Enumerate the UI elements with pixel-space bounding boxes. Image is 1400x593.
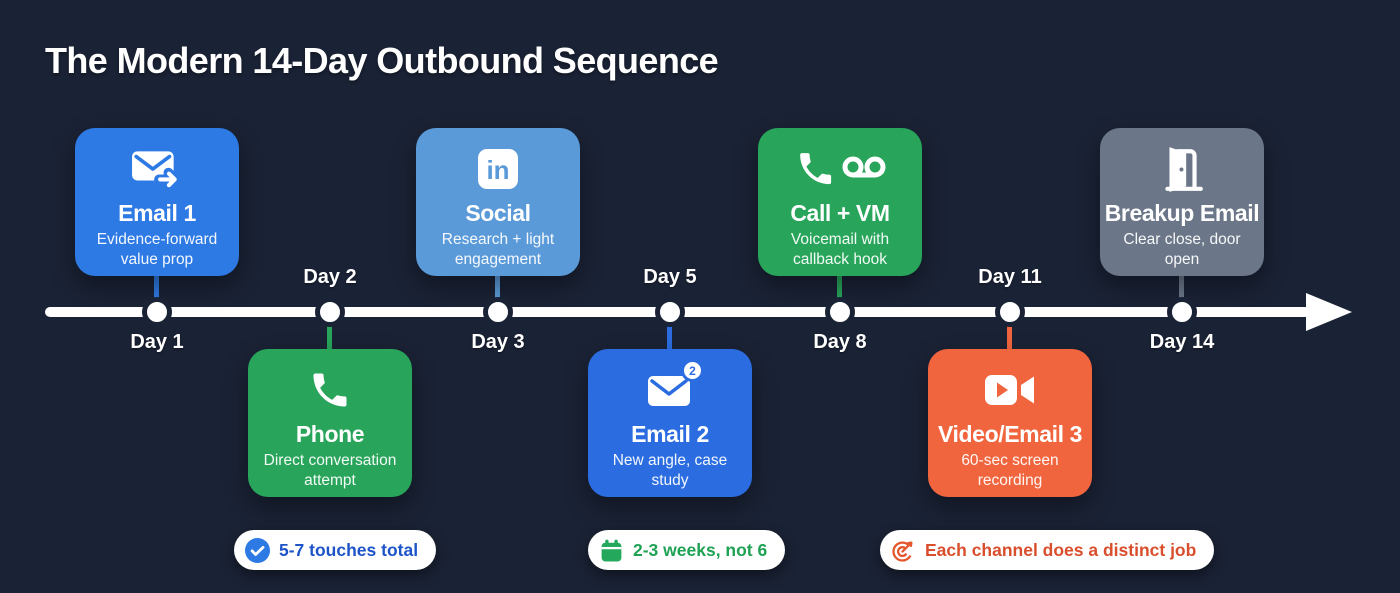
- linkedin-icon: in: [416, 143, 580, 195]
- pill-weeks: 2-3 weeks, not 6: [588, 530, 786, 570]
- pill-touches-total: 5-7 touches total: [234, 530, 437, 570]
- card-breakup-email: Breakup Email Clear close, door open: [1100, 128, 1264, 276]
- day-label-14: Day 14: [1149, 331, 1215, 353]
- phone-voicemail-icon: [758, 143, 922, 195]
- connector-video-email-3: [1007, 312, 1012, 352]
- email-forward-icon: [75, 143, 239, 195]
- card-subtitle: New angle, case study: [612, 452, 728, 489]
- card-title: Phone: [295, 421, 365, 447]
- card-subtitle: Research + light engagement: [441, 231, 555, 268]
- video-camera-icon: [928, 364, 1092, 416]
- target-icon: [892, 540, 913, 562]
- pill-distinct-job: Each channel does a distinct job: [880, 530, 1215, 570]
- timeline-dot-day-8: [825, 297, 855, 327]
- day-label-5: Day 5: [643, 266, 697, 288]
- card-title: Call + VM: [790, 200, 890, 226]
- timeline-dot-day-3: [483, 297, 513, 327]
- day-label-11: Day 11: [978, 266, 1042, 288]
- card-title: Email 2: [631, 421, 709, 447]
- connector-breakup-email: [1179, 274, 1184, 314]
- card-title: Video/Email 3: [938, 421, 1082, 447]
- card-social: in Social Research + light engagement: [416, 128, 580, 276]
- card-call-vm: Call + VM Voicemail with callback hook: [758, 128, 922, 276]
- connector-social: [495, 274, 500, 314]
- day-label-3: Day 3: [471, 331, 525, 353]
- card-email-1: Email 1 Evidence-forward value prop: [75, 128, 239, 276]
- timeline-arrow-icon: [1306, 293, 1352, 331]
- day-label-2: Day 2: [303, 266, 357, 288]
- pill-label: 2-3 weeks, not 6: [633, 539, 768, 560]
- timeline-dot-day-11: [995, 297, 1025, 327]
- phone-icon: [248, 364, 412, 416]
- card-subtitle: Clear close, door open: [1123, 231, 1241, 268]
- connector-email-2: [667, 312, 672, 352]
- pill-label: 5-7 touches total: [279, 539, 419, 560]
- card-subtitle: 60-sec screen recording: [961, 452, 1059, 489]
- connector-phone: [327, 312, 332, 352]
- card-title: Social: [465, 200, 531, 226]
- day-label-8: Day 8: [813, 331, 867, 353]
- connector-call-vm: [837, 274, 842, 314]
- timeline-dot-day-2: [315, 297, 345, 327]
- door-open-icon: [1100, 143, 1264, 195]
- card-subtitle: Direct conversation attempt: [263, 452, 397, 489]
- svg-text:in: in: [486, 155, 509, 185]
- timeline-dot-day-14: [1167, 297, 1197, 327]
- card-video-email-3: Video/Email 3 60-sec screen recording: [928, 349, 1092, 497]
- check-circle-icon: [245, 537, 270, 563]
- connector-email-1: [154, 274, 159, 314]
- email-count-badge: 2: [681, 359, 704, 382]
- card-phone: Phone Direct conversation attempt: [248, 349, 412, 497]
- card-title: Breakup Email: [1104, 200, 1260, 226]
- calendar-icon: [601, 539, 622, 561]
- card-subtitle: Voicemail with callback hook: [790, 231, 890, 268]
- pill-label: Each channel does a distinct job: [925, 539, 1197, 560]
- timeline-dot-day-5: [655, 297, 685, 327]
- day-label-1: Day 1: [130, 331, 184, 353]
- card-title: Email 1: [118, 200, 196, 226]
- timeline-dot-day-1: [142, 297, 172, 327]
- email-badge-icon: 2: [588, 359, 752, 416]
- page-title: The Modern 14-Day Outbound Sequence: [45, 40, 719, 81]
- card-subtitle: Evidence-forward value prop: [96, 231, 218, 268]
- card-email-2: 2 Email 2 New angle, case study: [588, 349, 752, 497]
